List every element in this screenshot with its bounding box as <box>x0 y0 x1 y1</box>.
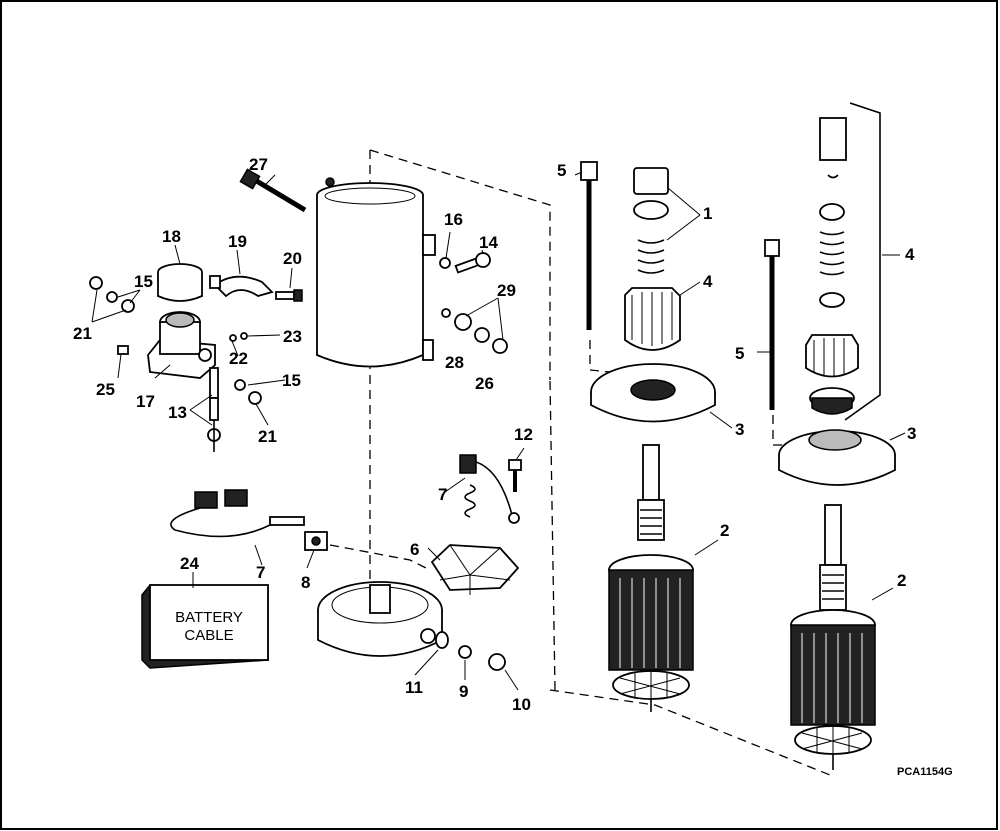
callout-5-right: 5 <box>735 344 744 363</box>
callout-3-right: 3 <box>907 424 916 443</box>
screw-12 <box>508 459 522 492</box>
armature-right <box>790 504 876 770</box>
callout-7-lead: 7 <box>256 563 265 582</box>
callout-24: 24 <box>180 554 199 573</box>
washers-nut-9-10-11 <box>435 631 506 671</box>
callout-8: 8 <box>301 573 310 592</box>
battery-cable-label-line1: BATTERY <box>175 609 243 626</box>
end-cap <box>317 581 443 657</box>
solenoid-assembly <box>89 263 303 452</box>
callout-20: 20 <box>283 249 302 268</box>
leader-lines <box>91 171 906 691</box>
callout-5-center: 5 <box>557 161 566 180</box>
starter-frame-housing <box>316 177 436 368</box>
hardware-right-of-frame <box>439 252 508 354</box>
callout-18: 18 <box>162 227 181 246</box>
callout-3-center: 3 <box>735 420 744 439</box>
callout-14: 14 <box>479 233 498 252</box>
callout-29: 29 <box>497 281 516 300</box>
terminal-8 <box>304 531 328 551</box>
callout-15-lower: 15 <box>282 371 301 390</box>
callout-2-center: 2 <box>720 521 729 540</box>
callout-numbers: 1 2 2 3 3 4 4 5 5 6 7 7 8 9 10 11 12 13 … <box>73 155 916 714</box>
callout-4-right: 4 <box>905 245 915 264</box>
callout-7-spring: 7 <box>438 485 447 504</box>
callout-27: 27 <box>249 155 268 174</box>
figure-code: PCA1154G <box>897 766 953 778</box>
callout-21-lower: 21 <box>258 427 277 446</box>
callout-1: 1 <box>703 204 712 223</box>
callout-28: 28 <box>445 353 464 372</box>
brush-holder-6 <box>430 544 520 595</box>
callout-9: 9 <box>459 682 468 701</box>
drive-assembly-center <box>580 161 716 423</box>
brush-spring-7 <box>459 454 520 524</box>
battery-cable-label-line2: CABLE <box>184 627 233 644</box>
armature-center <box>608 444 694 712</box>
callout-6: 6 <box>410 540 419 559</box>
drive-assembly-right <box>764 102 896 486</box>
callout-12: 12 <box>514 425 533 444</box>
callout-19: 19 <box>228 232 247 251</box>
callout-17: 17 <box>136 392 155 411</box>
callout-13: 13 <box>168 403 187 422</box>
through-bolt-27 <box>239 168 307 213</box>
callout-23: 23 <box>283 327 302 346</box>
callout-15-upper: 15 <box>134 272 153 291</box>
battery-cable-box: BATTERY CABLE <box>141 584 269 669</box>
callout-22: 22 <box>229 349 248 368</box>
brush-lead-7 <box>170 489 305 538</box>
callout-10: 10 <box>512 695 531 714</box>
callout-16: 16 <box>444 210 463 229</box>
callout-11: 11 <box>405 678 423 697</box>
callout-25: 25 <box>96 380 115 399</box>
callout-26: 26 <box>475 374 494 393</box>
callout-2-right: 2 <box>897 571 906 590</box>
callout-4-center: 4 <box>703 272 713 291</box>
callout-21-upper: 21 <box>73 324 92 343</box>
